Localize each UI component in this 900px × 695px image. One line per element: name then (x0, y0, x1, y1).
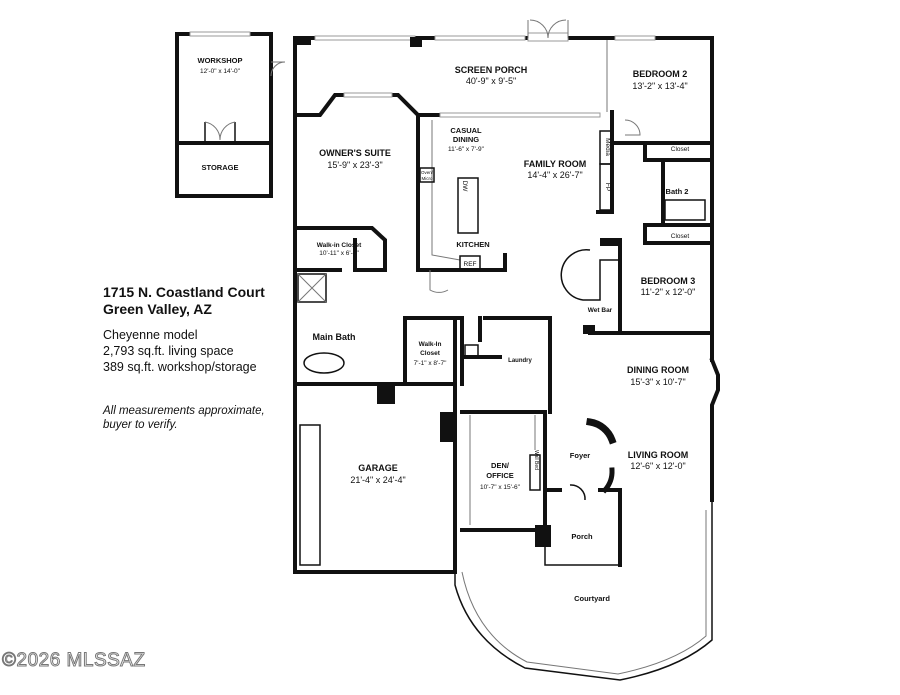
bedroom3-dims: 11'-2" x 12'-0" (641, 287, 696, 297)
disclaimer-line2: buyer to verify. (103, 419, 178, 431)
main-bath-label: Main Bath (312, 332, 355, 342)
house-walls (293, 19, 720, 681)
disclaimer-line1: All measurements approximate, (103, 405, 265, 417)
den-label-1: DEN/ (491, 461, 510, 470)
casual-dining-label-2: DINING (453, 135, 479, 144)
porch-label: Porch (571, 532, 593, 541)
address-line2: Green Valley, AZ (103, 301, 212, 317)
laundry-label: Laundry (508, 358, 532, 364)
garage-dims: 21'-4" x 24'-4" (350, 475, 405, 485)
workshop-dims: 12'-0" x 14'-0" (200, 68, 241, 75)
garage-label: GARAGE (358, 463, 398, 473)
workshop-space: 389 sq.ft. workshop/storage (103, 360, 257, 374)
den-label-2: OFFICE (486, 471, 514, 480)
courtyard-label: Courtyard (574, 594, 610, 603)
screen-porch-dims: 40'-9" x 9'-5" (466, 76, 516, 86)
ref-label: REF (464, 261, 477, 268)
living-space: 2,793 sq.ft. living space (103, 344, 234, 358)
bath2-label: Bath 2 (666, 187, 689, 196)
family-room-label: FAMILY ROOM (524, 159, 587, 169)
workshop-label: WORKSHOP (198, 56, 243, 65)
wet-bar-label: Wet Bar (588, 307, 613, 314)
property-summary: Cheyenne model 2,793 sq.ft. living space… (103, 327, 257, 375)
media-label: Media (604, 138, 611, 156)
screen-porch-label: SCREEN PORCH (455, 65, 528, 75)
owners-suite-label: OWNER'S SUITE (319, 148, 391, 158)
address-block: 1715 N. Coastland Court Green Valley, AZ (103, 284, 265, 318)
bedroom2-dims: 13'-2" x 13'-4" (632, 81, 687, 91)
kitchen-label: KITCHEN (456, 240, 489, 249)
model-name: Cheyenne model (103, 328, 198, 342)
walkin2-label-2: Closet (420, 350, 441, 357)
disclaimer: All measurements approximate, buyer to v… (103, 404, 265, 432)
casual-dining-dims: 11'-6" x 7'-9" (448, 146, 485, 153)
oven-label-2: Micro (422, 176, 433, 181)
living-room-label: LIVING ROOM (628, 450, 689, 460)
walkin2-label-1: Walk-In (419, 341, 442, 348)
dining-room-dims: 15'-3" x 10'-7" (630, 377, 685, 387)
wall-bed-label: Wall Bed (533, 450, 539, 470)
watermark: ©2026 MLSSAZ (2, 650, 146, 672)
closet-a-label: Closet (671, 146, 690, 153)
oven-label-1: Oven/ (421, 170, 434, 175)
owners-walkin-dims: 10'-11" x 6'-4" (319, 250, 359, 257)
den-dims: 10'-7" x 15'-6" (480, 484, 521, 491)
storage-label: STORAGE (202, 163, 239, 172)
bedroom2-label: BEDROOM 2 (633, 69, 688, 79)
room-labels: WORKSHOP 12'-0" x 14'-0" STORAGE SCREEN … (198, 56, 696, 603)
workshop-building (175, 31, 286, 198)
dw-label: DW (461, 181, 468, 193)
dining-room-label: DINING ROOM (627, 365, 689, 375)
living-room-dims: 12'-6" x 12'-0" (630, 461, 685, 471)
bedroom3-label: BEDROOM 3 (641, 276, 696, 286)
casual-dining-label-1: CASUAL (450, 126, 482, 135)
family-room-dims: 14'-4" x 26'-7" (527, 170, 582, 180)
walkin2-dims: 7'-1" x 8'-7" (414, 360, 447, 367)
owners-walkin-label: Walk-in Closet (317, 242, 362, 249)
fp-label: FP (604, 183, 611, 191)
address-line1: 1715 N. Coastland Court (103, 284, 265, 300)
foyer-label: Foyer (570, 451, 591, 460)
closet-b-label: Closet (671, 233, 690, 240)
owners-suite-dims: 15'-9" x 23'-3" (327, 160, 382, 170)
